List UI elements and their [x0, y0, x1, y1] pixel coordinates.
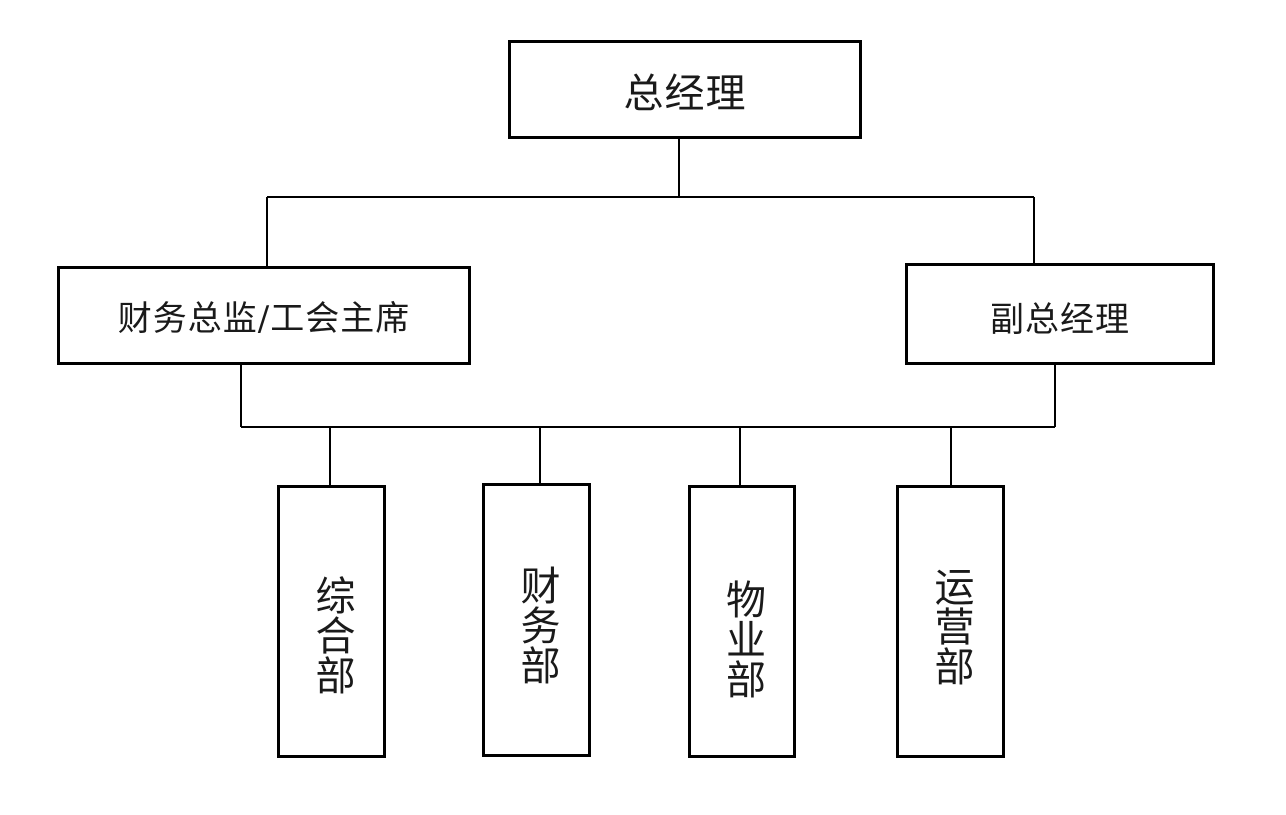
node-finance-director: 财务总监/工会主席 [57, 266, 471, 365]
node-dept-operations: 运营部 [896, 485, 1005, 758]
node-dept-general-affairs: 综合部 [277, 485, 386, 758]
node-general-manager: 总经理 [508, 40, 862, 139]
node-dept-operations-label: 运营部 [927, 565, 974, 686]
node-general-manager-label: 总经理 [623, 70, 747, 117]
node-dept-finance: 财务部 [482, 483, 591, 757]
node-dept-property-label: 物业部 [719, 578, 765, 699]
node-dept-property: 物业部 [688, 485, 796, 758]
node-deputy-general-manager-label: 副总经理 [990, 299, 1130, 340]
node-deputy-general-manager: 副总经理 [905, 263, 1215, 365]
node-dept-general-affairs-label: 综合部 [308, 574, 355, 695]
node-finance-director-label: 财务总监/工会主席 [117, 299, 411, 339]
node-dept-finance-label: 财务部 [513, 565, 560, 685]
